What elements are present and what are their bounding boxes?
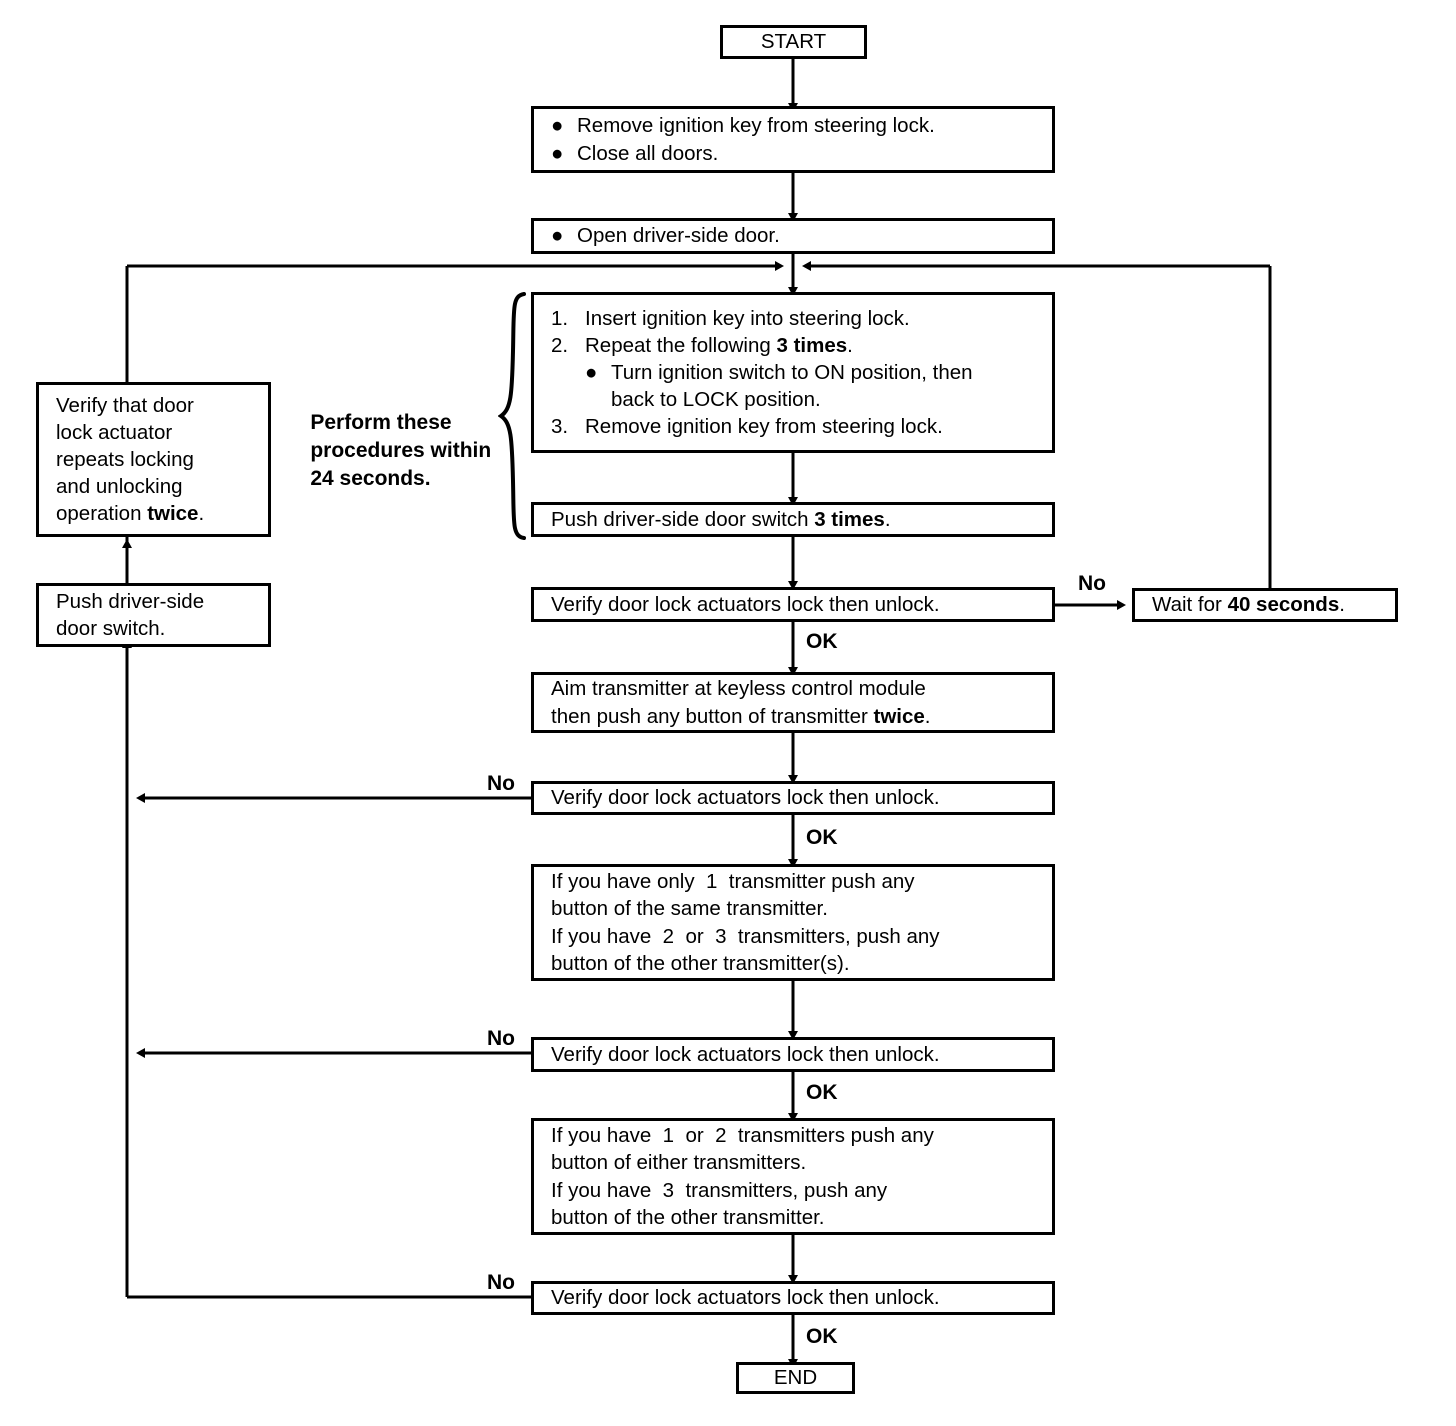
transmitter-a-line-2: button of the same transmitter. — [551, 897, 828, 921]
bullet-glyph-icon: ● — [551, 114, 564, 138]
step-1-text: Insert ignition key into steering lock. — [585, 306, 910, 330]
transmitter-a-line-1: If you have only 1 transmitter push any — [551, 870, 915, 894]
key-cycle-step-2: 2. Repeat the following 3 times. — [551, 332, 1044, 359]
verify-repeat-line-2: lock actuator — [56, 420, 173, 444]
timing-note-line-3: 24 seconds. — [310, 467, 431, 491]
step-1-number: 1. — [551, 306, 569, 330]
timing-group-brace — [498, 292, 526, 540]
node-wait-40-seconds: Wait for 40 seconds. — [1132, 588, 1398, 622]
verify-2-text: Verify door lock actuators lock then unl… — [551, 786, 940, 810]
node-verify-repeat-lock-unlock: Verify that door lock actuator repeats l… — [36, 382, 271, 537]
node-push-door-switch-3-times: Push driver-side door switch 3 times. — [531, 502, 1055, 537]
edge-label-ok-3: OK — [806, 1081, 838, 1104]
edge-label-no-3: No — [487, 1027, 515, 1050]
verify-repeat-line-4: and unlocking — [56, 475, 183, 499]
key-cycle-step-1: 1. Insert ignition key into steering loc… — [551, 305, 1044, 332]
verify-1-text: Verify door lock actuators lock then unl… — [551, 592, 940, 616]
step-2-number: 2. — [551, 333, 569, 357]
node-verify-actuators-3: Verify door lock actuators lock then unl… — [531, 1037, 1055, 1072]
bullet-glyph-icon: ● — [551, 141, 564, 165]
node-push-driver-door-switch: Push driver-side door switch. — [36, 583, 271, 647]
push-3-text-c: . — [884, 507, 891, 531]
node-verify-actuators-1: Verify door lock actuators lock then unl… — [531, 587, 1055, 622]
key-cycle-substep: ● Turn ignition switch to ON position, t… — [551, 359, 1044, 386]
bullet-glyph-icon: ● — [585, 360, 598, 384]
verify-repeat-line-5-c: . — [198, 502, 205, 526]
node-verify-actuators-4: Verify door lock actuators lock then unl… — [531, 1281, 1055, 1315]
step-2-text-c: . — [847, 333, 853, 357]
open-door-text: Open driver-side door. — [577, 224, 780, 248]
verify-repeat-line-1: Verify that door — [56, 393, 194, 417]
edge-label-no-2: No — [487, 772, 515, 795]
push-3-emph: 3 times — [814, 507, 885, 531]
edge-label-ok-4: OK — [806, 1325, 838, 1348]
aim-line-1: Aim transmitter at keyless control modul… — [551, 677, 926, 701]
step-2-text-a: Repeat the following — [585, 333, 777, 357]
node-key-cycle-steps: 1. Insert ignition key into steering loc… — [531, 292, 1055, 453]
aim-line-2-emph: twice — [873, 704, 925, 728]
transmitter-b-line-1: If you have 1 or 2 transmitters push any — [551, 1124, 934, 1148]
verify-4-text: Verify door lock actuators lock then unl… — [551, 1286, 940, 1310]
bullet-glyph-icon: ● — [551, 224, 564, 248]
node-aim-transmitter: Aim transmitter at keyless control modul… — [531, 672, 1055, 733]
terminal-start-label: START — [760, 30, 827, 54]
wait-text-a: Wait for — [1152, 593, 1228, 617]
node-transmitter-instructions-b: If you have 1 or 2 transmitters push any… — [531, 1118, 1055, 1235]
prep-bullet-2: ● Close all doors. — [551, 140, 1044, 167]
verify-3-text: Verify door lock actuators lock then unl… — [551, 1042, 940, 1066]
timing-note-line-1: Perform these — [310, 411, 452, 435]
key-cycle-substep-cont: back to LOCK position. — [551, 386, 1044, 413]
annotation-timing-note: Perform these procedures within 24 secon… — [287, 381, 497, 522]
push-3-text-a: Push driver-side door switch — [551, 507, 815, 531]
aim-line-2-a: then push any button of transmitter — [551, 704, 874, 728]
transmitter-a-line-4: button of the other transmitter(s). — [551, 951, 850, 975]
edge-label-no-4: No — [487, 1271, 515, 1294]
aim-line-2-c: . — [924, 704, 931, 728]
node-verify-actuators-2: Verify door lock actuators lock then unl… — [531, 781, 1055, 815]
prep-bullet-2-text: Close all doors. — [577, 141, 719, 165]
terminal-end-label: END — [773, 1366, 818, 1390]
transmitter-a-line-3: If you have 2 or 3 transmitters, push an… — [551, 924, 940, 948]
substep-line-1: Turn ignition switch to ON position, the… — [611, 360, 973, 384]
edge-label-ok-1: OK — [806, 630, 838, 653]
terminal-end: END — [736, 1362, 855, 1394]
node-open-driver-door: ● Open driver-side door. — [531, 218, 1055, 254]
step-2-emph: 3 times — [776, 333, 848, 357]
edge-label-no-1: No — [1078, 572, 1106, 595]
step-3-number: 3. — [551, 415, 569, 439]
prep-bullet-1: ● Remove ignition key from steering lock… — [551, 112, 1044, 139]
push-switch-line-2: door switch. — [56, 617, 166, 640]
transmitter-b-line-2: button of either transmitters. — [551, 1151, 807, 1175]
key-cycle-step-3: 3. Remove ignition key from steering loc… — [551, 413, 1044, 440]
edge-label-ok-2: OK — [806, 826, 838, 849]
verify-repeat-emph: twice — [147, 502, 199, 526]
wait-text-c: . — [1339, 593, 1345, 617]
open-door-bullet: ● Open driver-side door. — [551, 222, 1044, 249]
node-transmitter-instructions-a: If you have only 1 transmitter push any … — [531, 864, 1055, 981]
node-preparation: ● Remove ignition key from steering lock… — [531, 106, 1055, 173]
terminal-start: START — [720, 25, 867, 59]
step-3-text: Remove ignition key from steering lock. — [585, 415, 943, 439]
substep-line-2: back to LOCK position. — [611, 388, 821, 412]
transmitter-b-line-3: If you have 3 transmitters, push any — [551, 1178, 888, 1202]
prep-bullet-1-text: Remove ignition key from steering lock. — [577, 114, 935, 138]
wait-emph: 40 seconds — [1227, 593, 1340, 617]
verify-repeat-line-5-a: operation — [56, 502, 148, 526]
verify-repeat-line-3: repeats locking — [56, 447, 194, 471]
push-switch-line-1: Push driver-side — [56, 589, 205, 613]
timing-note-line-2: procedures within — [310, 439, 492, 463]
transmitter-b-line-4: button of the other transmitter. — [551, 1205, 825, 1229]
